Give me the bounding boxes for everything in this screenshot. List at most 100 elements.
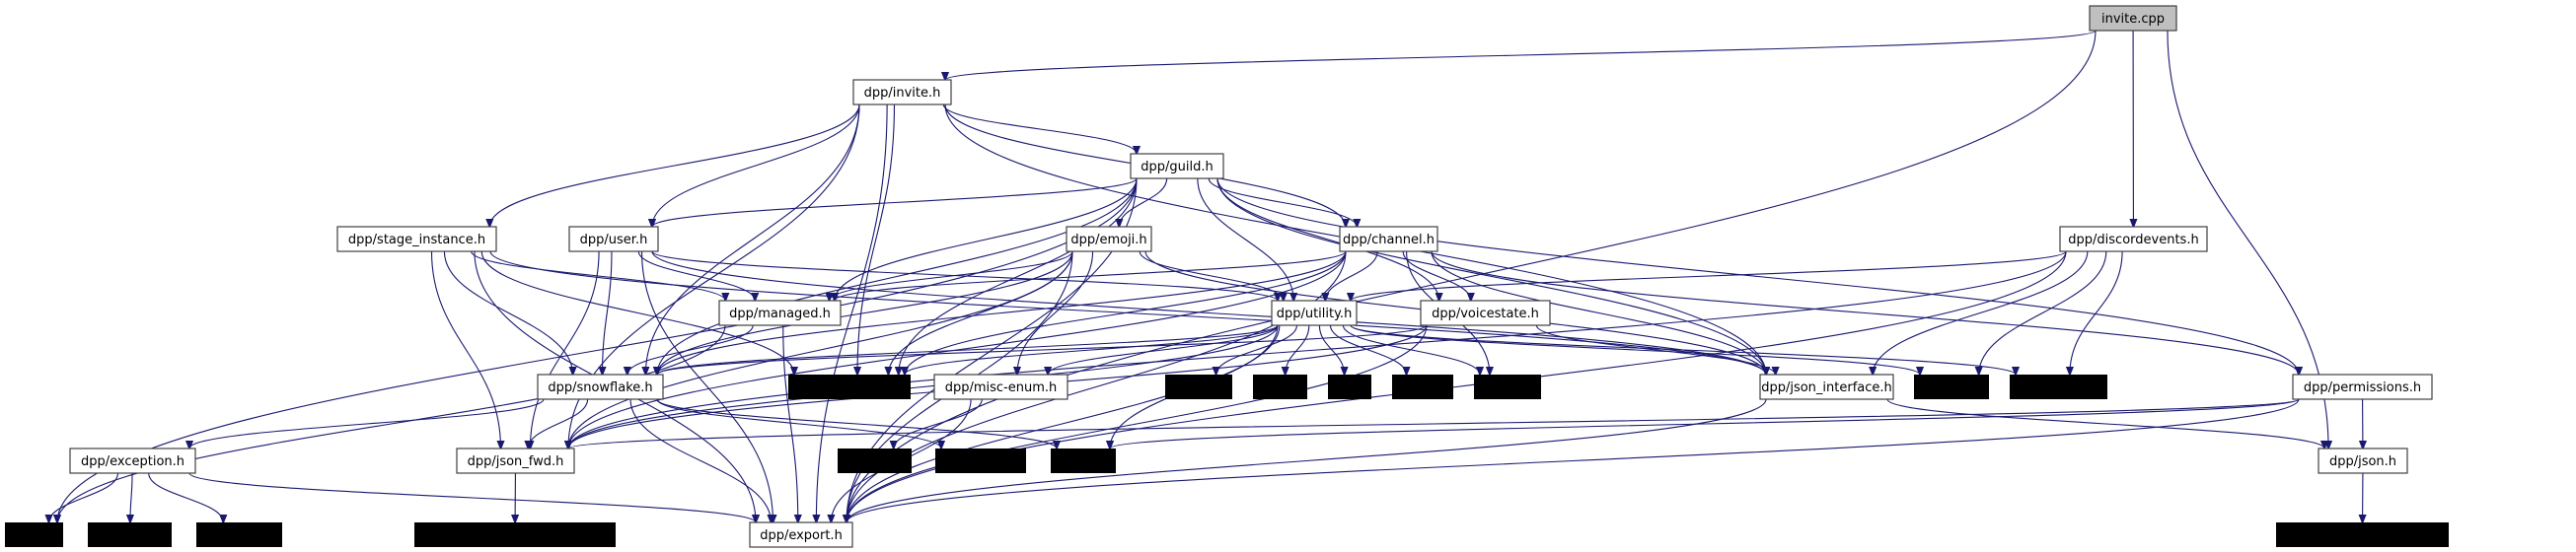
node-box bbox=[2089, 5, 2177, 32]
node-label: dpp/json_interface.h bbox=[1761, 380, 1892, 395]
node-type-traits: type_traits bbox=[935, 448, 1026, 473]
edge-guild-h-to-channel-h bbox=[1208, 177, 1357, 227]
edge-managed-h-to-export-h bbox=[782, 324, 798, 522]
node-box bbox=[933, 374, 1068, 400]
node-variant: variant bbox=[1474, 375, 1541, 399]
edge-permissions-h-to-export-h bbox=[846, 398, 2300, 522]
node-invite-cpp[interactable]: invite.cpp bbox=[2089, 5, 2177, 32]
edge-json-interface-h-to-json-h bbox=[1886, 398, 2324, 448]
node-label: vector bbox=[1260, 380, 1301, 395]
edge-exception-h-to-exception bbox=[148, 472, 224, 522]
edge-utility-h-to-json-fwd-h bbox=[568, 324, 1279, 448]
node-label: dpp/permissions.h bbox=[2304, 380, 2421, 395]
edge-utility-h-to-snowflake-h bbox=[657, 324, 1279, 375]
node-label: dpp/nlohmann/json.hpp bbox=[2286, 528, 2438, 543]
node-json-interface-h[interactable]: dpp/json_interface.h bbox=[1759, 374, 1894, 400]
edge-guild-h-to-user-h bbox=[652, 177, 1138, 227]
node-functional: functional bbox=[1914, 375, 1989, 399]
node-box bbox=[1474, 375, 1541, 399]
edge-channel-h-to-permissions-h bbox=[1431, 250, 2299, 375]
edge-user-h-to-utility-h bbox=[651, 250, 1278, 301]
edge-exception-h-to-export-h bbox=[188, 472, 756, 522]
node-box bbox=[537, 374, 664, 400]
nodes: invite.cpp dpp/invite.h dpp/guild.h dpp/sta… bbox=[5, 5, 2449, 548]
node-label: stddef.h bbox=[848, 454, 900, 469]
edge-channel-h-to-json-interface-h bbox=[1431, 250, 1766, 375]
edge-emoji-h-to-managed-h bbox=[830, 250, 1073, 301]
node-box bbox=[935, 448, 1026, 473]
node-label: functional bbox=[1920, 380, 1984, 395]
node-invite-h[interactable]: dpp/invite.h bbox=[852, 79, 952, 105]
edge-guild-h-to-emoji-h bbox=[1119, 177, 1168, 227]
node-box bbox=[1066, 226, 1152, 252]
node-export-h[interactable]: dpp/export.h bbox=[749, 521, 853, 548]
node-voicestate-h[interactable]: dpp/voicestate.h bbox=[1420, 300, 1551, 326]
node-box bbox=[456, 448, 575, 474]
node-box bbox=[2059, 226, 2208, 252]
node-managed-h[interactable]: dpp/managed.h bbox=[718, 300, 842, 326]
node-box bbox=[2318, 448, 2408, 474]
edge-emoji-h-to-misc-enum-h bbox=[1017, 250, 1094, 375]
node-label: cstdint bbox=[1062, 454, 1105, 469]
node-discordevents-h[interactable]: dpp/discordevents.h bbox=[2059, 226, 2208, 252]
node-label: cstddef bbox=[1399, 380, 1447, 395]
node-stage-instance-h[interactable]: dpp/stage_instance.h bbox=[336, 226, 497, 252]
node-box bbox=[1328, 375, 1371, 399]
node-guild-h[interactable]: dpp/guild.h bbox=[1130, 153, 1224, 179]
edge-channel-h-to-voicestate-h bbox=[1402, 250, 1471, 301]
edge-user-h-to-json-fwd-h bbox=[530, 250, 600, 448]
node-box bbox=[5, 522, 63, 547]
node-misc-enum-h[interactable]: dpp/misc-enum.h bbox=[933, 374, 1068, 400]
node-label: dpp/json.h bbox=[2329, 454, 2396, 469]
node-channel-h[interactable]: dpp/channel.h bbox=[1339, 226, 1438, 252]
edge-utility-h-to-variant bbox=[1342, 324, 1480, 375]
node-permissions-h[interactable]: dpp/permissions.h bbox=[2292, 374, 2433, 400]
node-box bbox=[414, 522, 616, 547]
edge-utility-h-to-misc-enum-h bbox=[1048, 324, 1279, 375]
node-box bbox=[2010, 375, 2107, 399]
node-label: dpp/voicestate.h bbox=[1432, 307, 1539, 321]
edge-user-h-to-snowflake-h bbox=[603, 250, 613, 375]
node-emoji-h[interactable]: dpp/emoji.h bbox=[1066, 226, 1152, 252]
node-label: type_traits bbox=[946, 454, 1015, 469]
edge-utility-h-to-cstddef bbox=[1329, 324, 1407, 375]
edge-snowflake-h-to-exception-h bbox=[189, 398, 545, 448]
node-label: dpp/guild.h bbox=[1141, 160, 1213, 174]
node-exception-h[interactable]: dpp/exception.h bbox=[69, 448, 196, 474]
node-box bbox=[1914, 375, 1989, 399]
edge-discordevents-h-to-export-h bbox=[846, 250, 2067, 522]
node-label: dpp/exception.h bbox=[81, 454, 184, 469]
edge-guild-h-to-utility-h bbox=[1197, 177, 1293, 301]
node-box bbox=[1051, 448, 1116, 473]
node-box bbox=[788, 375, 911, 399]
node-snowflake-h[interactable]: dpp/snowflake.h bbox=[537, 374, 664, 400]
node-box bbox=[196, 522, 282, 547]
node-label: dpp/discordevents.h bbox=[2068, 233, 2198, 247]
node-vector: vector bbox=[1253, 375, 1307, 399]
node-json-h[interactable]: dpp/json.h bbox=[2318, 448, 2408, 474]
node-box bbox=[336, 226, 497, 252]
edge-voicestate-h-to-export-h bbox=[846, 324, 1428, 522]
node-json-fwd-h[interactable]: dpp/json_fwd.h bbox=[456, 448, 575, 474]
edge-invite-h-to-guild-h bbox=[942, 104, 1137, 154]
node-memory: memory bbox=[1165, 375, 1232, 399]
edge-emoji-h-to-utility-h bbox=[1139, 250, 1284, 301]
edge-managed-h-to-snowflake-h bbox=[627, 324, 754, 375]
edge-utility-h-to-string-view bbox=[1350, 324, 2016, 375]
node-box bbox=[2292, 374, 2433, 400]
node-box bbox=[749, 521, 853, 548]
edge-guild-h-to-snowflake-h bbox=[657, 177, 1138, 375]
edge-guild-h-to-managed-h bbox=[835, 177, 1138, 301]
edge-snowflake-h-to-type-traits bbox=[656, 398, 941, 448]
node-string-view: string_view bbox=[2010, 375, 2107, 399]
edge-discordevents-h-to-json-fwd-h bbox=[568, 250, 2067, 448]
edge-guild-h-to-unordered-map bbox=[899, 177, 1138, 375]
node-cstdint: cstdint bbox=[1051, 448, 1116, 473]
edge-discordevents-h-to-string-view bbox=[2070, 250, 2123, 375]
node-box bbox=[838, 448, 912, 473]
edge-invite-h-to-unordered-map bbox=[857, 104, 896, 375]
edge-stage-instance-h-to-json-fwd-h bbox=[430, 250, 501, 448]
node-utility-h[interactable]: dpp/utility.h bbox=[1271, 300, 1358, 326]
node-label: dpp/export.h bbox=[760, 528, 843, 543]
node-user-h[interactable]: dpp/user.h bbox=[568, 226, 659, 252]
